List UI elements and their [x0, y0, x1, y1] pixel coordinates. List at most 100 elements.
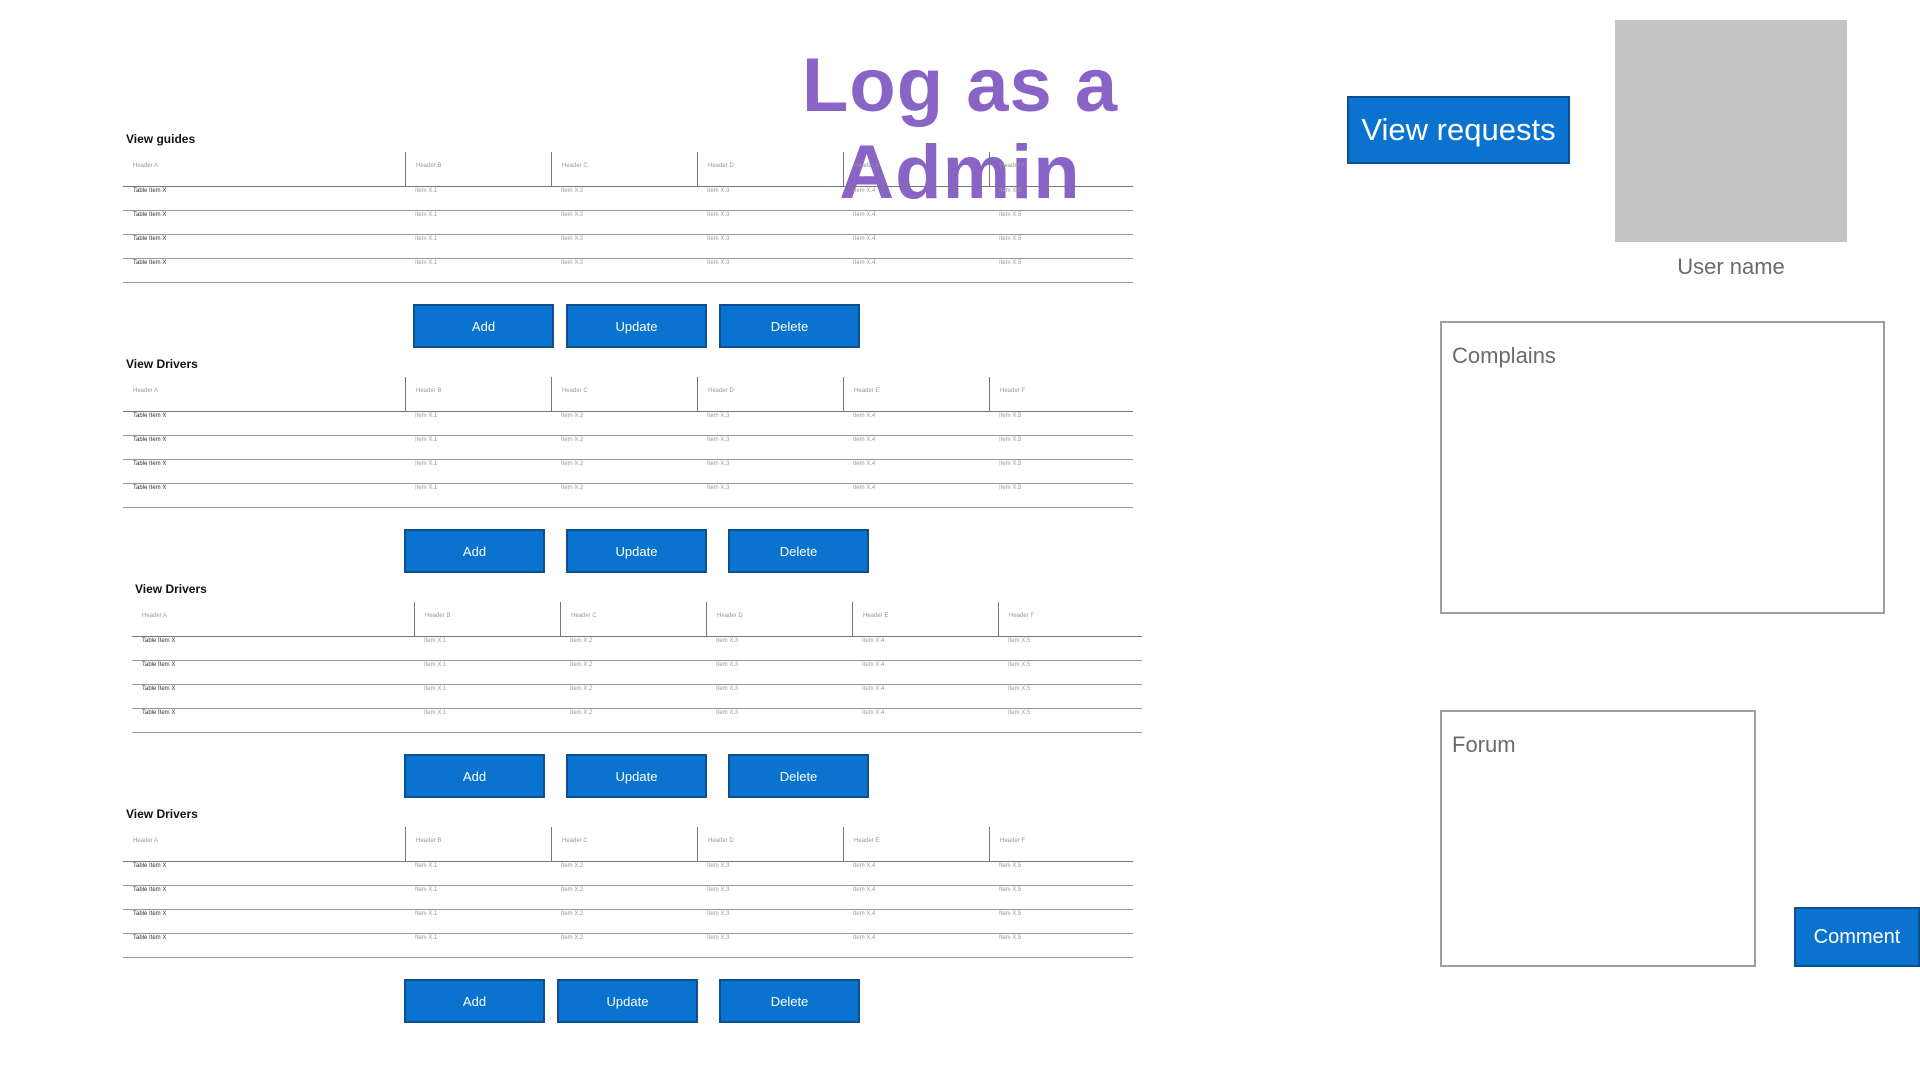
table-cell: Item X.4	[862, 686, 885, 692]
table-cell: Item X.2	[561, 461, 584, 467]
column-header[interactable]: Header F	[998, 602, 1142, 636]
add-button[interactable]: Add	[404, 979, 545, 1023]
update-button[interactable]: Update	[566, 529, 707, 573]
column-header[interactable]: Header E	[852, 602, 998, 636]
table-cell: Table Item X	[133, 887, 167, 893]
table-cell: Item X.2	[561, 212, 584, 218]
table-cell: Item X.5	[999, 437, 1022, 443]
avatar	[1615, 20, 1847, 242]
update-button[interactable]: Update	[557, 979, 698, 1023]
user-name: User name	[1677, 254, 1785, 279]
delete-button[interactable]: Delete	[728, 754, 869, 798]
column-header[interactable]: Header E	[843, 152, 989, 186]
column-header[interactable]: Header A	[133, 838, 159, 844]
table-cell: Item X.4	[853, 413, 876, 419]
column-header[interactable]: Header B	[405, 152, 551, 186]
page-title: Log as a Admin	[801, 43, 1119, 215]
complains-panel[interactable]: Complains	[1440, 321, 1885, 614]
column-header[interactable]: Header C	[551, 152, 697, 186]
column-header[interactable]: Header C	[560, 602, 706, 636]
column-header[interactable]: Header D	[706, 602, 852, 636]
column-header[interactable]: Header F	[989, 377, 1133, 411]
table-cell: Item X.2	[561, 485, 584, 491]
table-cell: Item X.3	[707, 437, 730, 443]
action-buttons: Add Update Delete	[123, 529, 1133, 573]
column-header[interactable]: Header B	[414, 602, 560, 636]
column-header[interactable]: Header C	[551, 377, 697, 411]
comment-button[interactable]: Comment	[1794, 907, 1920, 967]
table-cell: Item X.5	[1008, 710, 1031, 716]
column-header[interactable]: Header D	[697, 827, 843, 861]
column-header[interactable]: Header E	[843, 377, 989, 411]
table-cell: Item X.4	[853, 188, 876, 194]
table-cell: Item X.1	[415, 935, 438, 941]
add-button[interactable]: Add	[413, 304, 554, 348]
column-header[interactable]: Header B	[405, 377, 551, 411]
add-button[interactable]: Add	[404, 529, 545, 573]
table-cell: Item X.1	[415, 212, 438, 218]
section-title: View Drivers	[126, 807, 198, 821]
table-cell: Item X.5	[999, 260, 1022, 266]
table-cell: Item X.4	[853, 461, 876, 467]
table-cell: Table Item X	[142, 662, 176, 668]
update-button[interactable]: Update	[566, 754, 707, 798]
table-cell: Item X.2	[570, 662, 593, 668]
view-requests-button[interactable]: View requests	[1347, 96, 1570, 164]
table-cell: Item X.5	[999, 485, 1022, 491]
delete-button[interactable]: Delete	[719, 979, 860, 1023]
table-cell: Item X.1	[415, 437, 438, 443]
column-header[interactable]: Header A	[133, 388, 159, 394]
table-cell: Item X.1	[424, 686, 447, 692]
update-button[interactable]: Update	[566, 304, 707, 348]
delete-button[interactable]: Delete	[728, 529, 869, 573]
table-cell: Item X.2	[561, 935, 584, 941]
table-cell: Item X.5	[999, 935, 1022, 941]
table-cell: Item X.1	[415, 485, 438, 491]
table-cell: Item X.3	[707, 236, 730, 242]
table-cell: Item X.2	[561, 437, 584, 443]
column-header[interactable]: Header F	[989, 827, 1133, 861]
column-header[interactable]: Header A	[133, 163, 159, 169]
table-cell: Item X.4	[853, 212, 876, 218]
table-cell: Item X.3	[707, 413, 730, 419]
add-button[interactable]: Add	[404, 754, 545, 798]
column-header[interactable]: Header C	[551, 827, 697, 861]
column-header[interactable]: Header E	[843, 827, 989, 861]
column-header[interactable]: Header B	[405, 827, 551, 861]
column-header[interactable]: Header D	[697, 152, 843, 186]
table-cell: Item X.5	[1008, 686, 1031, 692]
table-cell: Table Item X	[133, 485, 167, 491]
column-header[interactable]: Header A	[142, 613, 168, 619]
column-header[interactable]: Header F	[989, 152, 1133, 186]
forum-title: Forum	[1452, 732, 1516, 757]
table-cell: Item X.1	[415, 260, 438, 266]
delete-button[interactable]: Delete	[719, 304, 860, 348]
section-title: View guides	[126, 132, 196, 146]
table-cell: Item X.3	[716, 686, 739, 692]
forum-panel[interactable]: Forum	[1440, 710, 1756, 967]
table-cell: Item X.5	[1008, 638, 1031, 644]
table-cell: Item X.5	[999, 461, 1022, 467]
column-header[interactable]: Header D	[697, 377, 843, 411]
table-cell: Item X.3	[707, 935, 730, 941]
table-cell: Item X.1	[415, 863, 438, 869]
